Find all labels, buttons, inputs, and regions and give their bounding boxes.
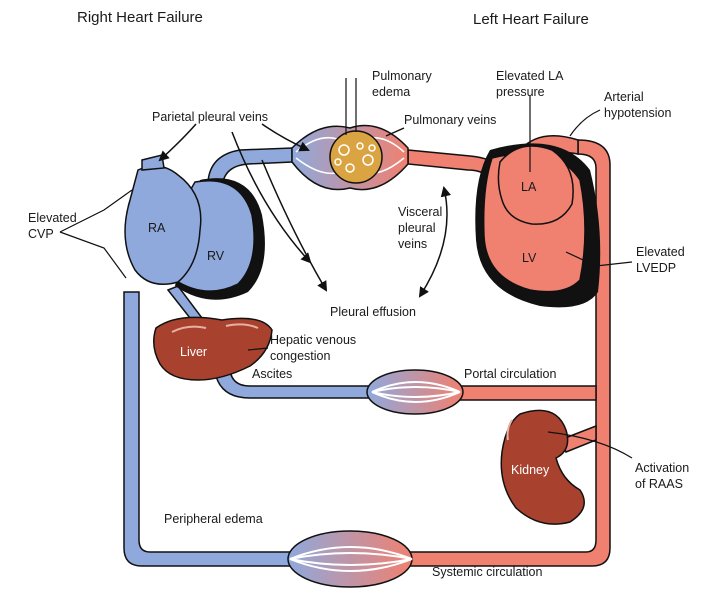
title-right-heart-failure: Right Heart Failure: [77, 9, 203, 26]
label-kidney: Kidney: [511, 463, 550, 477]
portal-vein: [214, 369, 373, 399]
label-pulmonary-edema-1: Pulmonary: [372, 69, 432, 83]
label-pulmonary-veins: Pulmonary veins: [404, 113, 496, 127]
label-hepatic-congestion-1: Hepatic venous: [270, 333, 356, 347]
liver: Liver: [153, 316, 273, 381]
label-elevated-la-2: pressure: [496, 85, 545, 99]
label-lv: LV: [522, 251, 537, 265]
leader-lines: [59, 78, 633, 459]
label-liver: Liver: [180, 345, 207, 359]
label-systemic-circulation: Systemic circulation: [432, 565, 542, 579]
label-visceral-pleural-veins-2: pleural: [398, 221, 436, 235]
label-portal-circulation: Portal circulation: [464, 367, 556, 381]
label-ra: RA: [148, 221, 166, 235]
label-ascites: Ascites: [252, 367, 292, 381]
right-atrium: [124, 165, 202, 285]
label-visceral-pleural-veins-1: Visceral: [398, 205, 442, 219]
edema-fluid-bubbles: [334, 142, 376, 173]
label-rv: RV: [207, 249, 225, 263]
annotation-labels: Pulmonary edema Elevated LA pressure Art…: [28, 69, 689, 579]
kidney: Kidney: [500, 409, 585, 525]
superior-vena-cava: [141, 154, 165, 171]
portal-artery: [459, 385, 597, 401]
label-peripheral-edema: Peripheral edema: [164, 512, 263, 526]
right-heart: RA RV: [124, 154, 265, 300]
pulmonary-capillaries: [291, 124, 409, 191]
left-heart: LA LV: [475, 143, 601, 308]
left-atrium: [497, 145, 574, 225]
label-elevated-cvp-1: Elevated: [28, 211, 77, 225]
label-elevated-lvedp-1: Elevated: [636, 245, 685, 259]
label-arterial-hypotension-2: hypotension: [604, 106, 671, 120]
label-activation-raas-2: of RAAS: [635, 477, 683, 491]
systemic-capillary-bed: [287, 530, 413, 588]
label-arterial-hypotension-1: Arterial: [604, 90, 644, 104]
label-elevated-la-1: Elevated LA: [496, 69, 564, 83]
arrows: [158, 123, 452, 298]
label-activation-raas-1: Activation: [635, 461, 689, 475]
label-pulmonary-edema-2: edema: [372, 85, 410, 99]
label-elevated-lvedp-2: LVEDP: [636, 261, 676, 275]
label-hepatic-congestion-2: congestion: [270, 349, 331, 363]
label-elevated-cvp-2: CVP: [28, 227, 54, 241]
portal-capillary-bed: [366, 369, 464, 415]
label-la: LA: [521, 180, 537, 194]
pulmonary-edema-alveolus: [329, 130, 383, 184]
label-visceral-pleural-veins-3: veins: [398, 237, 427, 251]
label-pleural-effusion: Pleural effusion: [330, 305, 416, 319]
label-parietal-pleural-veins: Parietal pleural veins: [152, 110, 268, 124]
title-left-heart-failure: Left Heart Failure: [473, 11, 589, 28]
